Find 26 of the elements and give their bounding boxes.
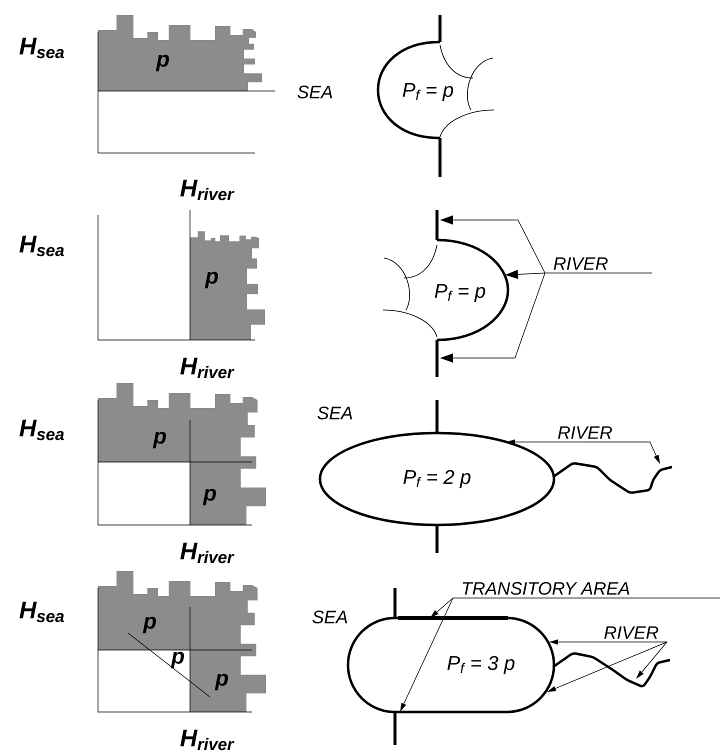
region-label: p bbox=[204, 272, 218, 288]
region-label: p bbox=[156, 54, 170, 72]
sea-label: SEA bbox=[312, 610, 348, 624]
callout-label: RIVER bbox=[554, 257, 608, 270]
sea-label: SEA bbox=[298, 86, 332, 98]
axis-label: H$_{sea}$ bbox=[20, 236, 64, 256]
axis-label: H$_{river}$ bbox=[180, 180, 234, 200]
region-label: p bbox=[142, 616, 156, 634]
region-label: p bbox=[214, 674, 228, 690]
callout-label: TRANSITORY AREA bbox=[462, 582, 630, 595]
stadium-outline: P$_{f}$ = 3 p bbox=[346, 616, 556, 714]
callout-label: RIVER bbox=[604, 626, 658, 639]
callout-label: RIVER bbox=[558, 426, 612, 439]
axis-label: H$_{river}$ bbox=[180, 730, 234, 750]
axis-label: H$_{sea}$ bbox=[20, 420, 64, 440]
axis-label: H$_{sea}$ bbox=[20, 38, 64, 58]
region-label: p bbox=[202, 488, 216, 506]
bulge-outline: P$_{f}$ = p bbox=[434, 238, 510, 342]
region-label: p bbox=[152, 432, 166, 448]
axis-label: H$_{sea}$ bbox=[20, 602, 64, 622]
bulge-outline: P$_{f}$ = p bbox=[376, 40, 454, 140]
leader-line bbox=[544, 272, 652, 274]
axis-label: H$_{river}$ bbox=[180, 358, 234, 378]
axis-label: H$_{river}$ bbox=[180, 542, 234, 564]
region-label: p bbox=[170, 652, 184, 668]
ellipse-outline: P$_{f}$ = 2 p bbox=[318, 432, 556, 526]
